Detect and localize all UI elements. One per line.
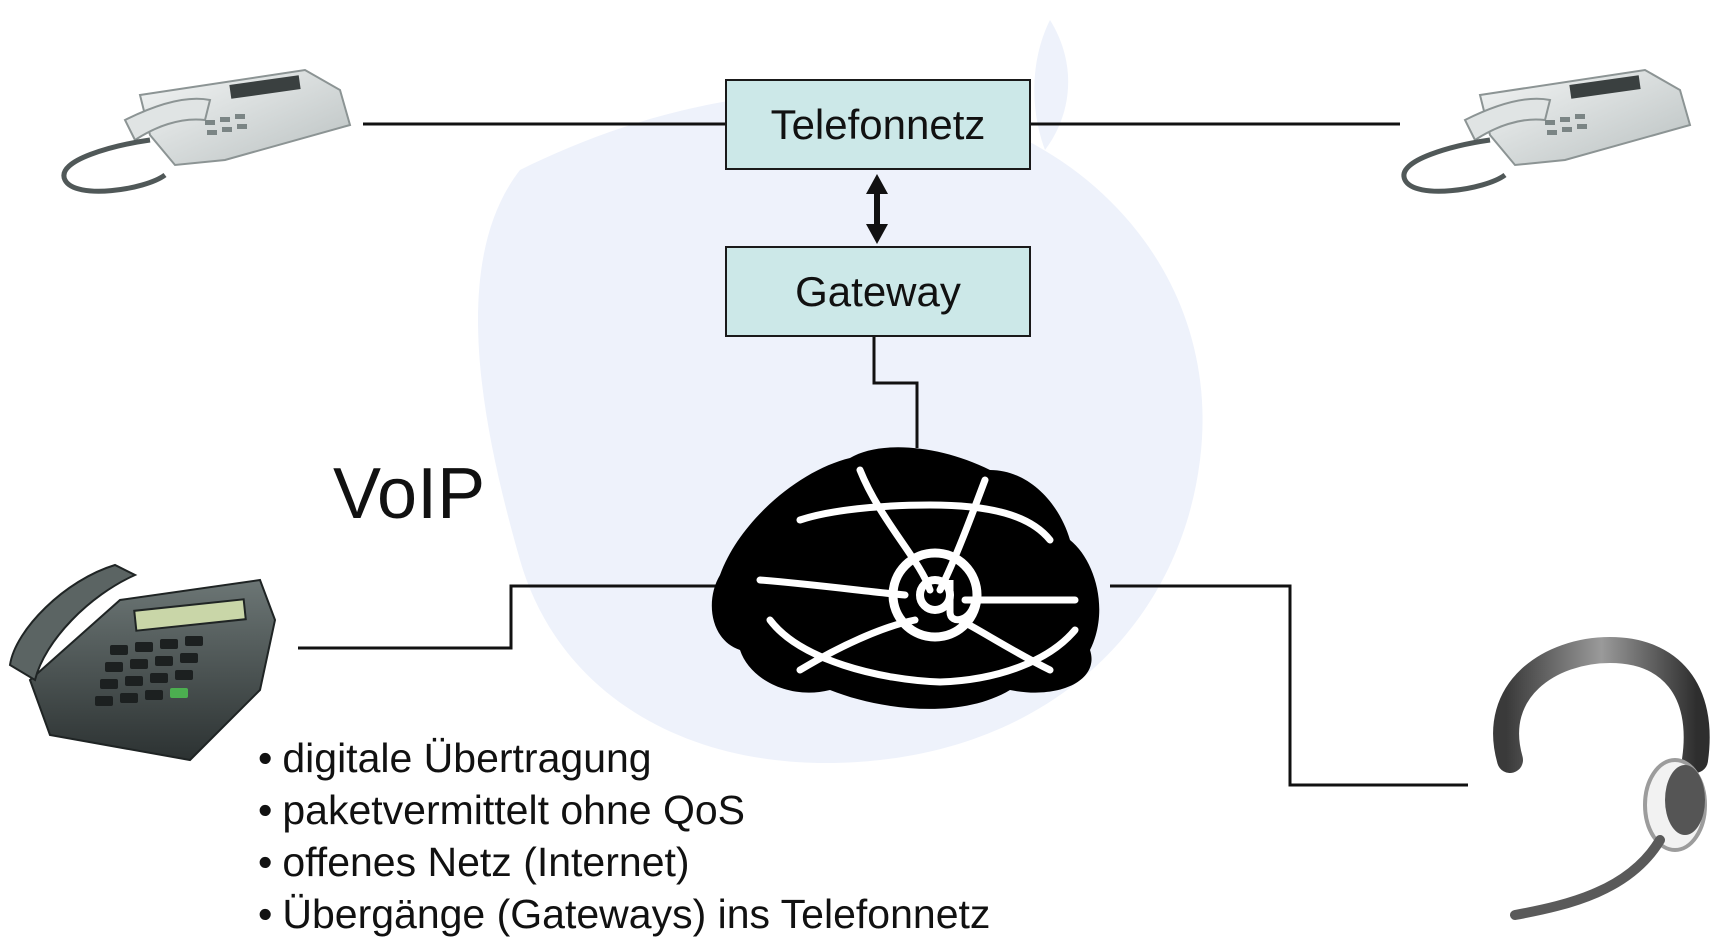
voip-title: VoIP xyxy=(333,454,486,534)
voip-phone-icon xyxy=(8,563,277,762)
double-arrow-icon xyxy=(866,174,888,244)
desk-phone-icon-top-right xyxy=(1401,68,1692,194)
feature-item: offenes Netz (Internet) xyxy=(258,836,990,888)
line-gateway-to-internet xyxy=(872,337,919,448)
line-voip-phone-to-internet xyxy=(298,584,727,650)
gateway-label: Gateway xyxy=(795,267,961,315)
gateway-node: Gateway xyxy=(725,246,1031,337)
telefonnetz-node: Telefonnetz xyxy=(725,79,1031,170)
feature-list: digitale Übertragung paketvermittelt ohn… xyxy=(258,732,990,940)
telefonnetz-label: Telefonnetz xyxy=(770,100,986,148)
headset-icon xyxy=(1493,636,1710,920)
feature-item: paketvermittelt ohne QoS xyxy=(258,784,990,836)
desk-phone-icon-top-left xyxy=(61,68,352,194)
feature-item: Übergänge (Gateways) ins Telefonnetz xyxy=(258,888,990,940)
internet-web-at-sign-icon xyxy=(711,447,1100,709)
feature-item: digitale Übertragung xyxy=(258,732,990,784)
line-internet-to-headset xyxy=(1110,584,1468,787)
connector-lines xyxy=(298,122,1468,787)
